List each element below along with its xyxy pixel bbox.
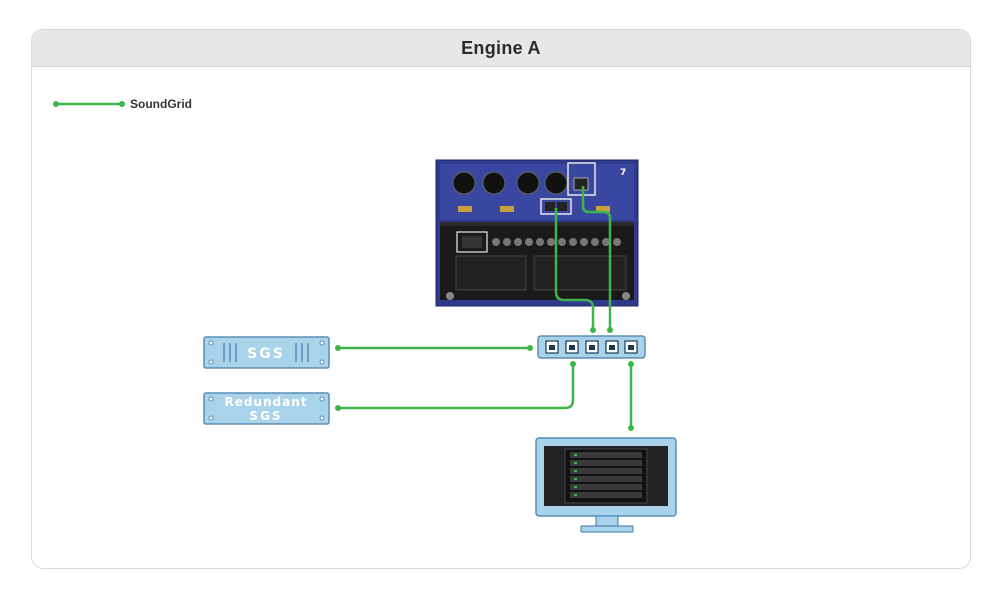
network-switch[interactable] bbox=[537, 335, 646, 359]
redundant-sgs-server[interactable]: Redundant SGS bbox=[203, 392, 330, 425]
engine-badge: 7 bbox=[620, 168, 626, 178]
engine-a-panel: Engine A bbox=[31, 29, 971, 569]
redundant-sgs-label-line1: Redundant bbox=[224, 395, 307, 409]
legend-soundgrid-swatch bbox=[53, 101, 125, 107]
soundgrid-connections bbox=[338, 186, 633, 428]
monitor-display[interactable] bbox=[535, 437, 677, 533]
engine-rack-device[interactable]: 7 bbox=[435, 159, 639, 307]
redundant-sgs-label-line2: SGS bbox=[249, 409, 282, 423]
sgs-server[interactable]: SGS bbox=[203, 336, 330, 369]
panel-header: Engine A bbox=[32, 30, 970, 67]
sgs-label: SGS bbox=[247, 346, 285, 362]
legend-soundgrid-label: SoundGrid bbox=[130, 97, 192, 111]
page-title: Engine A bbox=[461, 38, 541, 58]
